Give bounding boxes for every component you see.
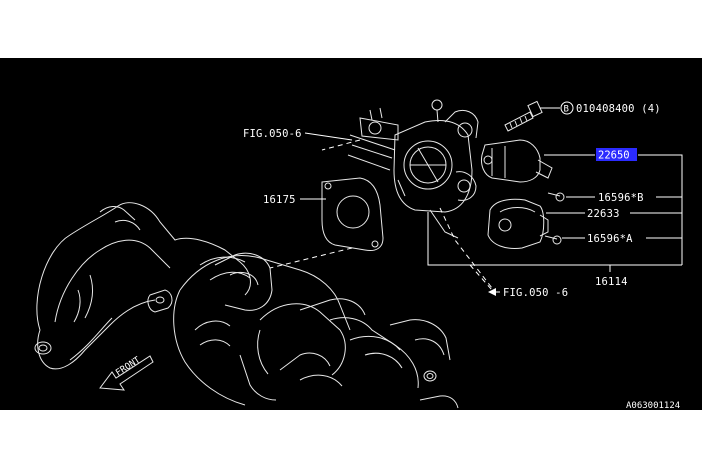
throttle-body-label: 16114 bbox=[595, 276, 628, 288]
phantom-lines bbox=[269, 139, 493, 291]
highlight-box bbox=[596, 148, 637, 161]
bolt-010408400 bbox=[504, 100, 543, 132]
leader-lines bbox=[300, 107, 683, 296]
screw-16596b bbox=[547, 192, 565, 202]
diagram-code: A063001124 bbox=[626, 401, 680, 411]
part-labels: B 010408400 (4) FIG.050-6 16175 22650 16… bbox=[243, 101, 661, 299]
fig-top-label: FIG.050-6 bbox=[243, 128, 302, 140]
sensor-label: 22633 bbox=[587, 208, 620, 220]
intake-manifold bbox=[34, 202, 251, 370]
gasket-label: 16175 bbox=[263, 194, 296, 206]
diagram-background bbox=[0, 58, 702, 410]
screw-b-label: 16596*B bbox=[598, 192, 644, 204]
tps-22633 bbox=[487, 198, 549, 249]
screw-a-label: 16596*A bbox=[587, 233, 633, 245]
screw-16596a bbox=[544, 235, 562, 245]
bolt-ref-label: 010408400 (4) bbox=[576, 103, 661, 115]
highlighted-part-label[interactable]: 22650 bbox=[598, 150, 630, 162]
bolt-symbol-circle bbox=[560, 101, 574, 115]
bolt-symbol: B bbox=[564, 105, 569, 115]
fig-bottom-label: FIG.050 -6 bbox=[503, 287, 568, 299]
plenum-body bbox=[173, 252, 459, 409]
throttle-body bbox=[347, 99, 479, 239]
iac-valve-22650 bbox=[481, 139, 553, 183]
gasket-16175 bbox=[321, 177, 384, 251]
